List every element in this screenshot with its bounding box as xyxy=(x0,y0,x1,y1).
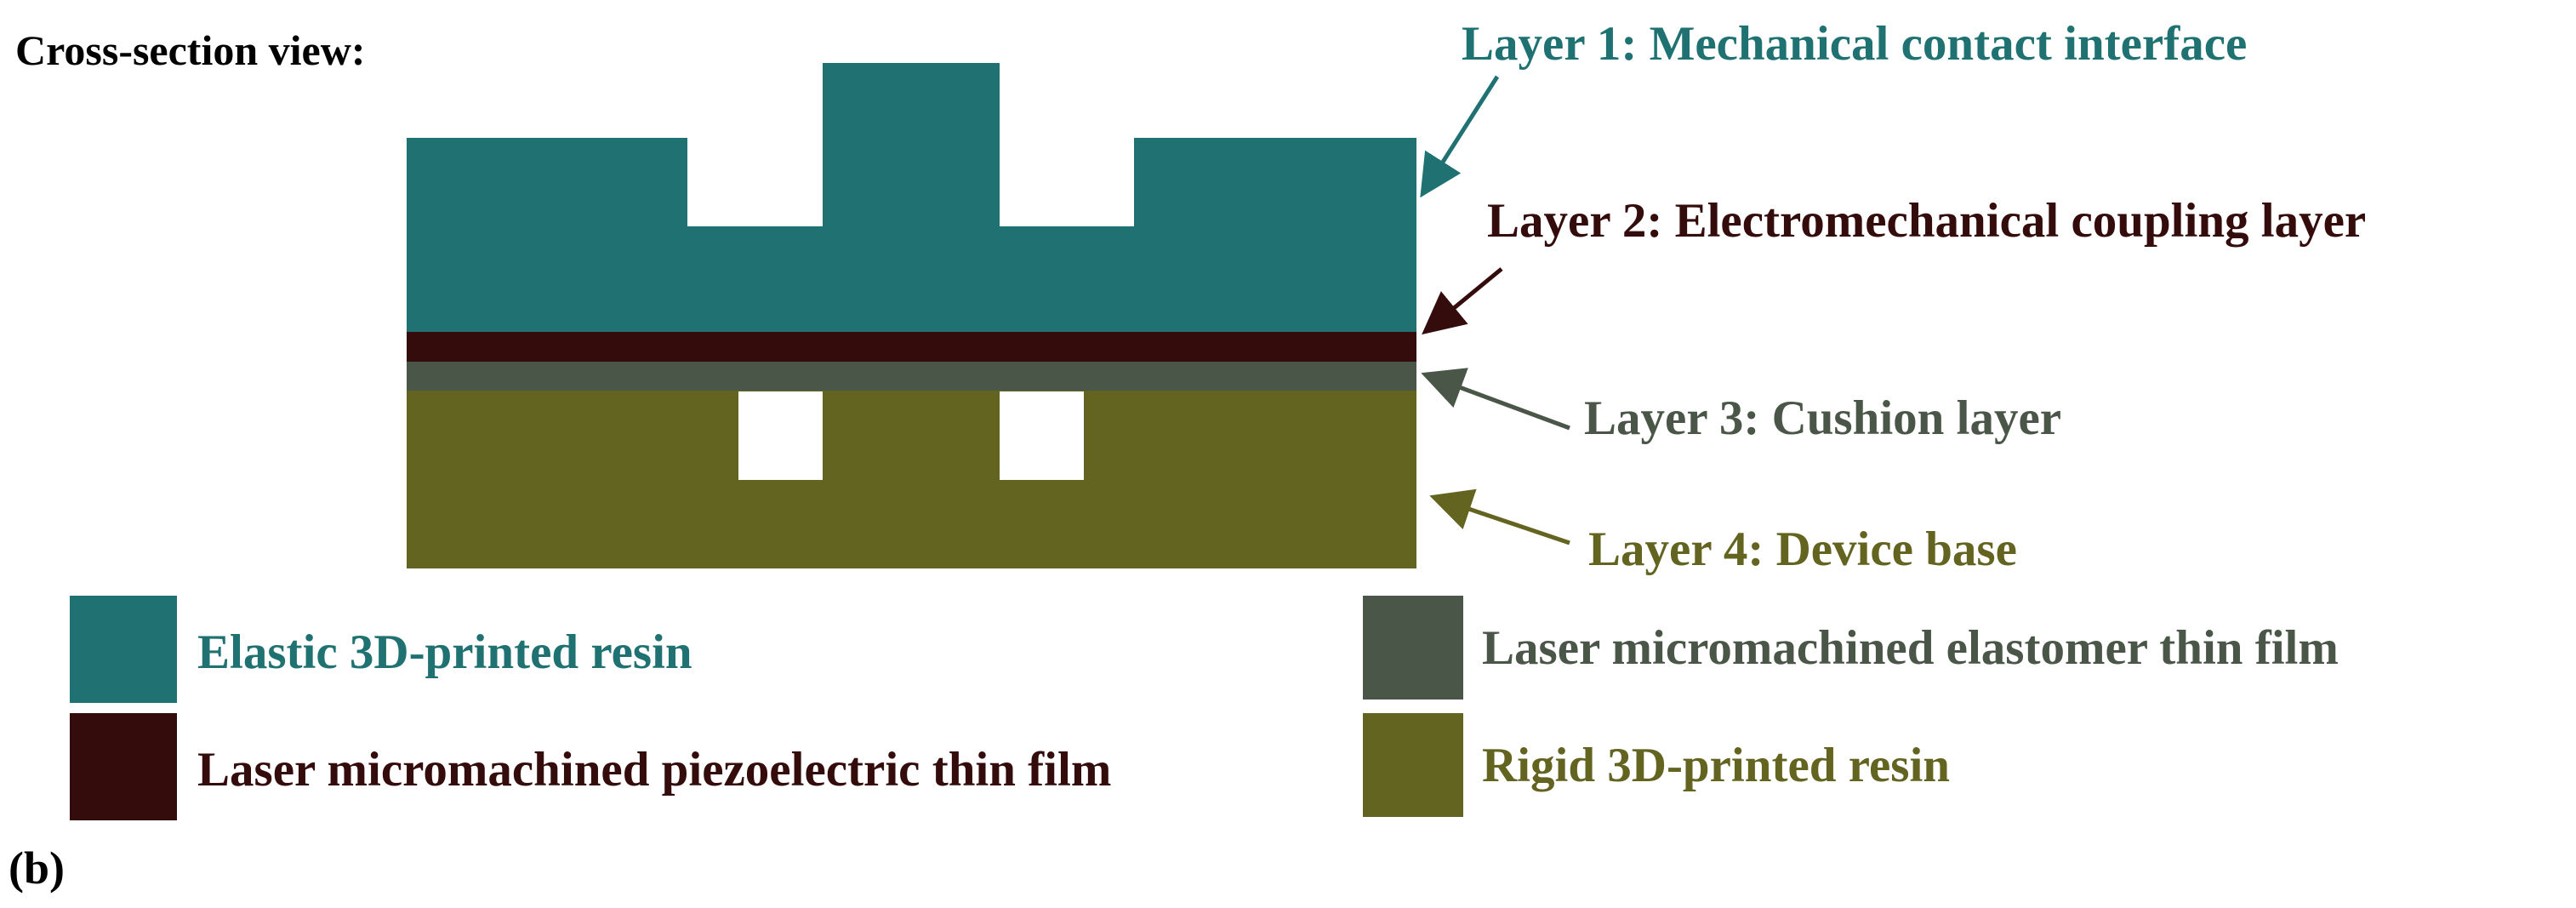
layer1-contact-interface xyxy=(407,63,1416,332)
layer1-callout-arrow xyxy=(1420,75,1500,198)
legend-label-elastomer-film: Laser micromachined elastomer thin film xyxy=(1482,621,2339,675)
legend-label-rigid-resin: Rigid 3D-printed resin xyxy=(1482,739,1950,792)
layer3-cushion-layer xyxy=(407,360,1416,391)
legend-swatch-elastic-resin xyxy=(70,596,177,703)
legend-label-elastic-resin: Elastic 3D-printed resin xyxy=(197,625,692,679)
legend-swatch-elastomer-film xyxy=(1363,596,1463,700)
layer2-callout-arrow xyxy=(1422,267,1503,335)
figure-heading: Cross-section view: xyxy=(15,26,366,74)
layer3-callout-arrow xyxy=(1421,368,1570,431)
layer3-callout-label: Layer 3: Cushion layer xyxy=(1584,391,2061,445)
layer2-callout-label: Layer 2: Electromechanical coupling laye… xyxy=(1487,194,2366,248)
layer1-callout-label: Layer 1: Mechanical contact interface xyxy=(1462,17,2247,71)
layer4-callout-label: Layer 4: Device base xyxy=(1588,523,2017,576)
legend-swatch-rigid-resin xyxy=(1363,713,1463,817)
legend-label-piezoelectric-film: Laser micromachined piezoelectric thin f… xyxy=(197,743,1111,797)
legend-swatch-piezoelectric-film xyxy=(70,713,177,820)
layer2-coupling-layer xyxy=(407,331,1416,362)
panel-label: (b) xyxy=(9,842,65,894)
layer4-device-base xyxy=(407,388,1416,568)
layer4-callout-arrow xyxy=(1429,488,1570,545)
